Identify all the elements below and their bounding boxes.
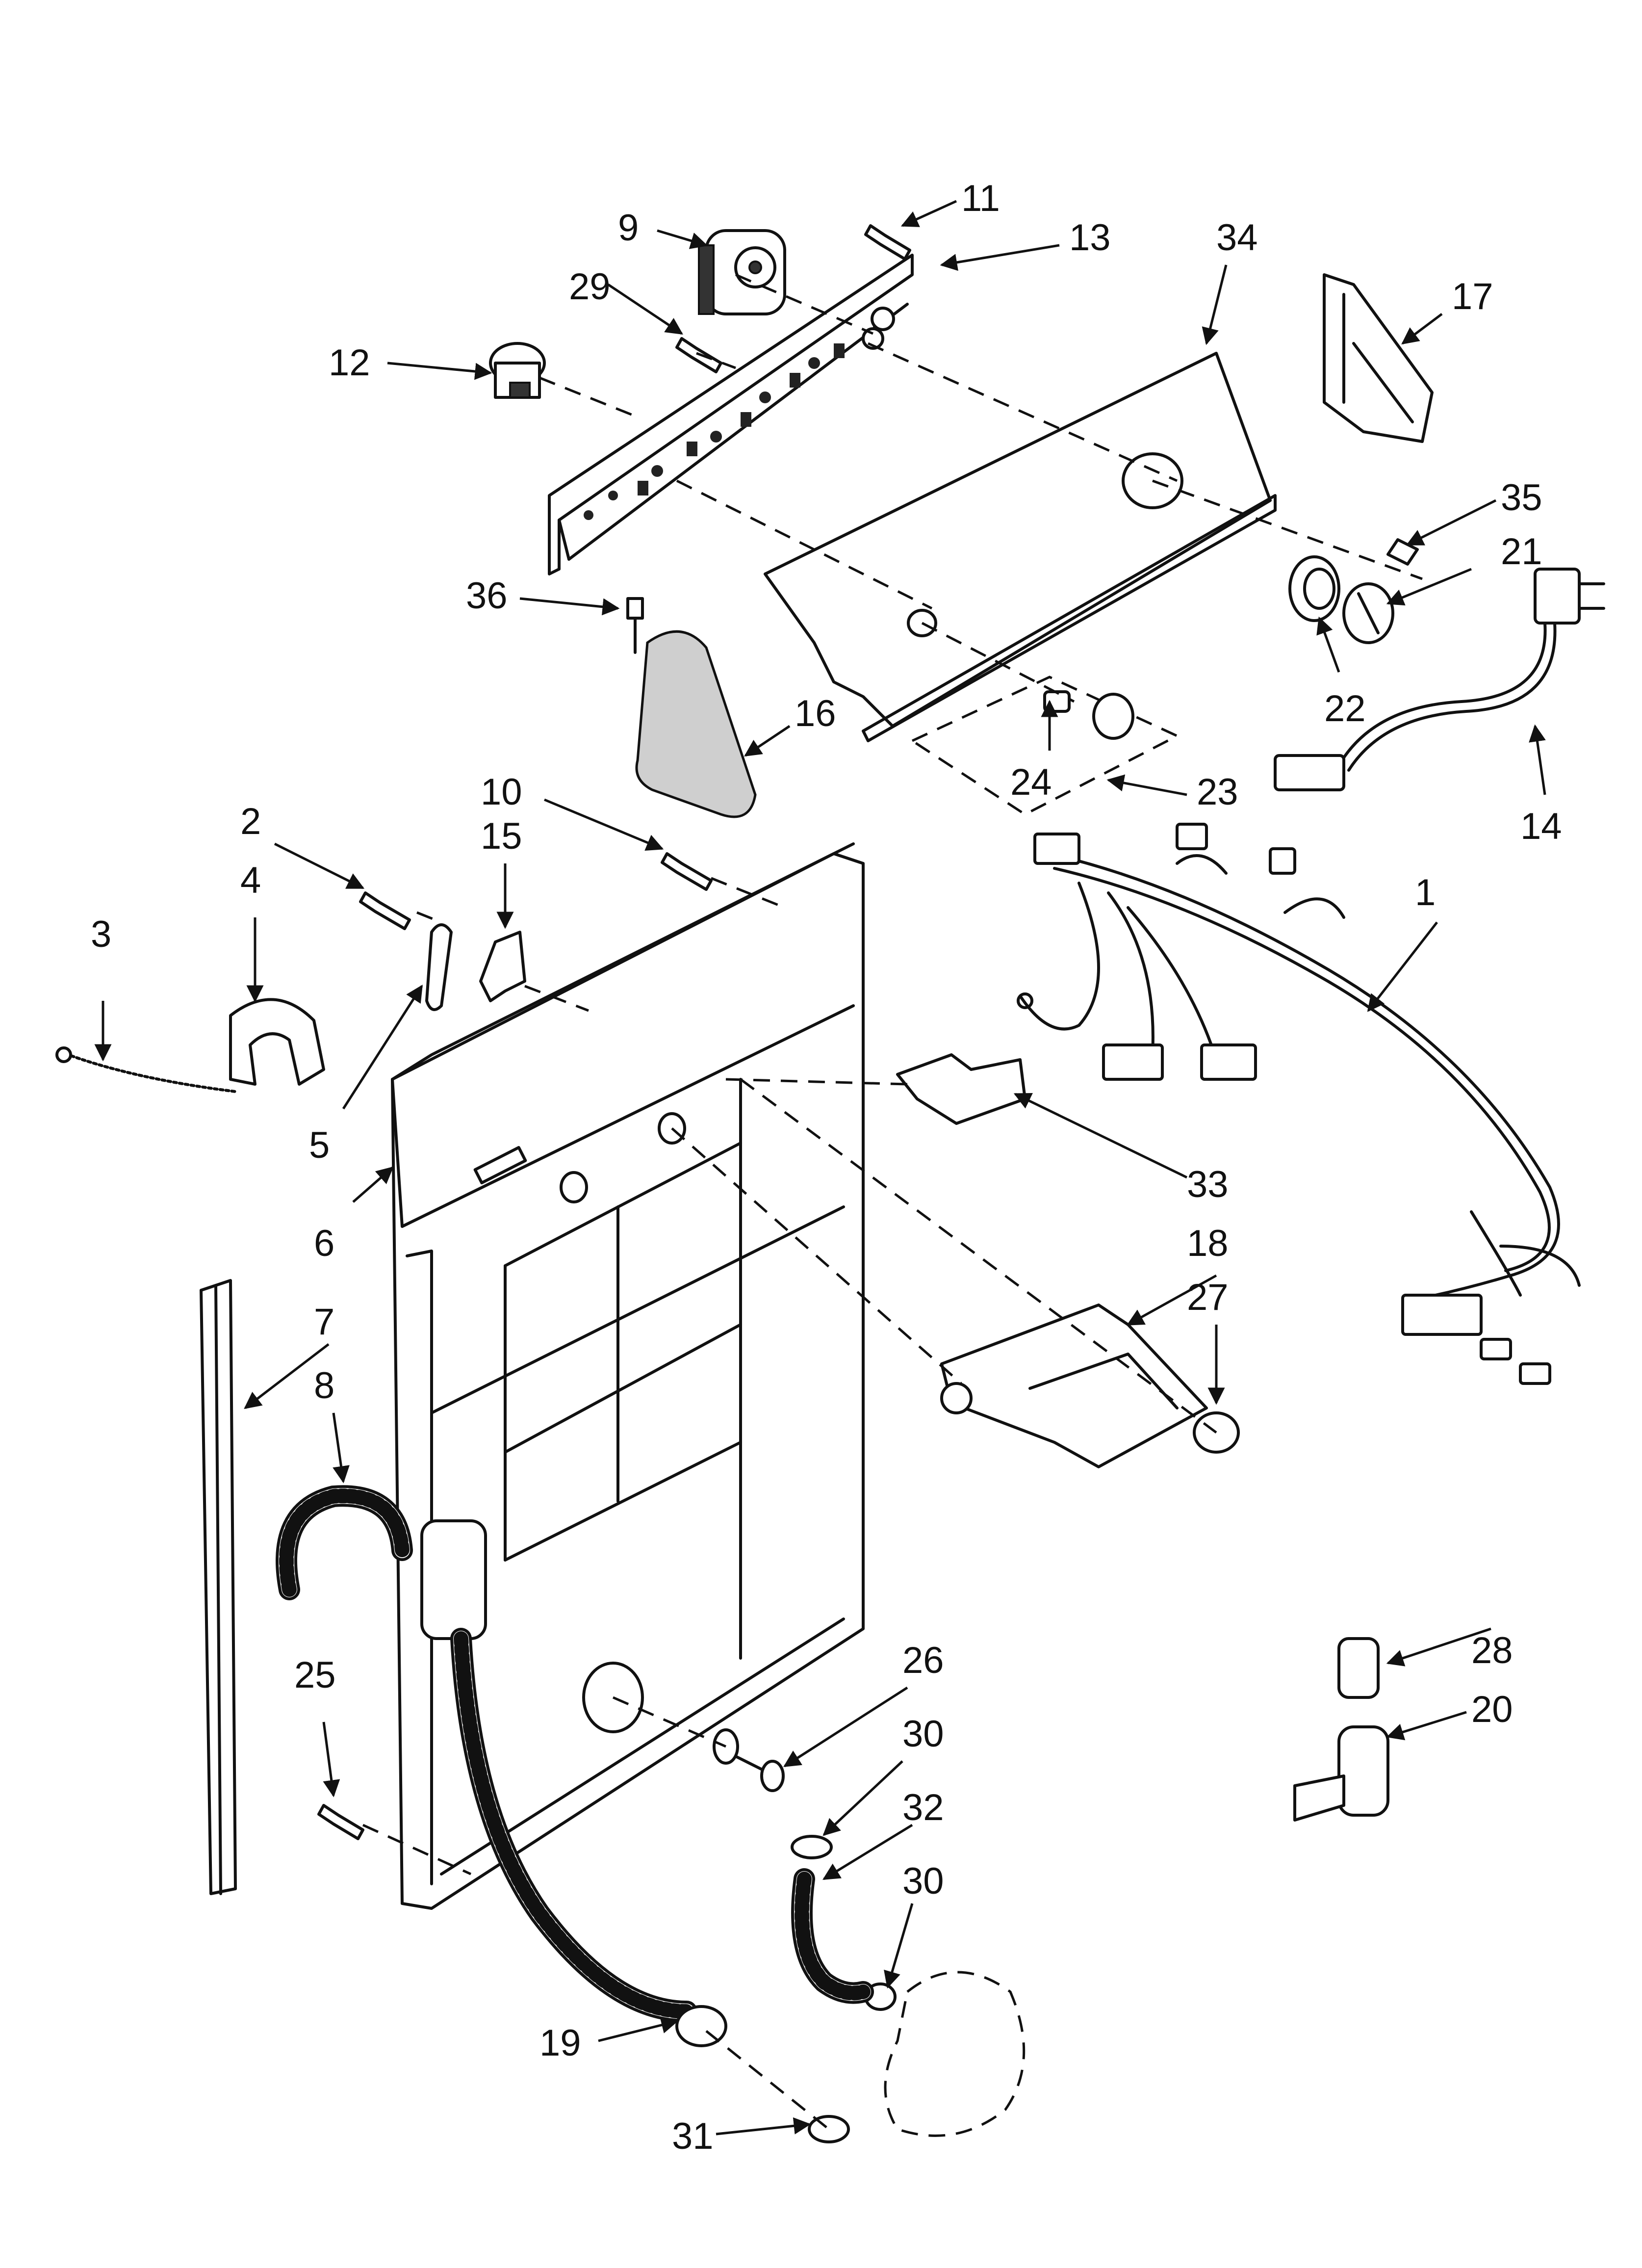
callout-36: 36 [466,575,508,617]
callout-5: 5 [309,1124,330,1166]
callout-28: 28 [1471,1630,1513,1671]
screw-2 [359,891,411,930]
screw-36 [626,597,644,654]
callout-23: 23 [1197,771,1238,813]
hose-clamp-upper [791,1835,833,1859]
callout-30-lower: 30 [902,1860,944,1902]
leader-lines [94,200,1546,2136]
screw-11 [864,224,911,261]
inlet-hose [276,1485,413,1600]
callout-35: 35 [1501,477,1542,519]
control-panel-bracket [548,254,914,575]
drain-hose [420,1519,697,2022]
callout-17: 17 [1452,276,1493,317]
grommet [713,1728,785,1792]
water-inlet-bracket [940,1303,1208,1468]
power-cord [1274,568,1605,791]
strain-relief [229,998,325,1086]
console-end-cap-right [1323,273,1434,443]
cord-clamp [425,923,453,1011]
callout-10: 10 [481,771,522,813]
callout-9: 9 [618,207,639,249]
cord-holder [479,931,526,1002]
callout-15: 15 [481,815,522,857]
callout-3: 3 [91,913,111,955]
callout-16: 16 [795,693,836,734]
screw-10 [661,852,713,891]
callout-14: 14 [1520,806,1562,847]
callout-34: 34 [1216,217,1258,259]
callout-2: 2 [240,801,261,842]
callout-22: 22 [1324,688,1366,730]
rotary-switch [489,342,546,399]
callout-7: 7 [314,1301,334,1343]
control-knob [1342,582,1394,644]
callout-29: 29 [569,266,611,308]
callout-21: 21 [1501,531,1542,573]
callout-26: 26 [902,1640,944,1681]
callout-13: 13 [1069,217,1111,259]
console-end-cap-left [635,630,757,818]
side-channel [200,1279,237,1895]
callout-30-upper: 30 [902,1713,944,1755]
drain-elbow [791,1868,874,2004]
callout-4: 4 [240,860,261,901]
callout-33: 33 [1187,1164,1229,1205]
assembly-lines [362,273,1423,2130]
callout-labels: 1 2 3 4 5 6 7 8 9 10 11 12 13 14 15 16 1… [91,178,1562,2157]
callout-20: 20 [1471,1689,1513,1730]
screw-25 [317,1804,364,1840]
callout-12: 12 [329,342,370,384]
capacitor [1337,1637,1380,1699]
callout-1: 1 [1415,872,1436,913]
cabinet-rear-panel [391,842,865,1910]
callout-11: 11 [961,178,1000,219]
ground-wire [55,1046,237,1093]
callout-25: 25 [294,1654,336,1696]
cycle-selector-switch [698,229,786,315]
callout-18: 18 [1187,1223,1229,1264]
callout-27: 27 [1187,1277,1229,1318]
wiring-harness [1017,823,1581,1385]
pump-motor [1293,1725,1389,1822]
callout-6: 6 [314,1223,334,1264]
screw-35 [1386,538,1419,566]
knob-bezel [1288,555,1340,622]
hose-clamp-31 [808,2115,850,2143]
callout-19: 19 [539,2022,581,2064]
callout-31: 31 [672,2115,714,2157]
callout-32: 32 [902,1787,944,1828]
wiring-bracket [896,1053,1026,1125]
callout-8: 8 [314,1365,334,1407]
callout-24: 24 [1010,761,1052,803]
pump-reference-outline [884,1971,1026,2137]
